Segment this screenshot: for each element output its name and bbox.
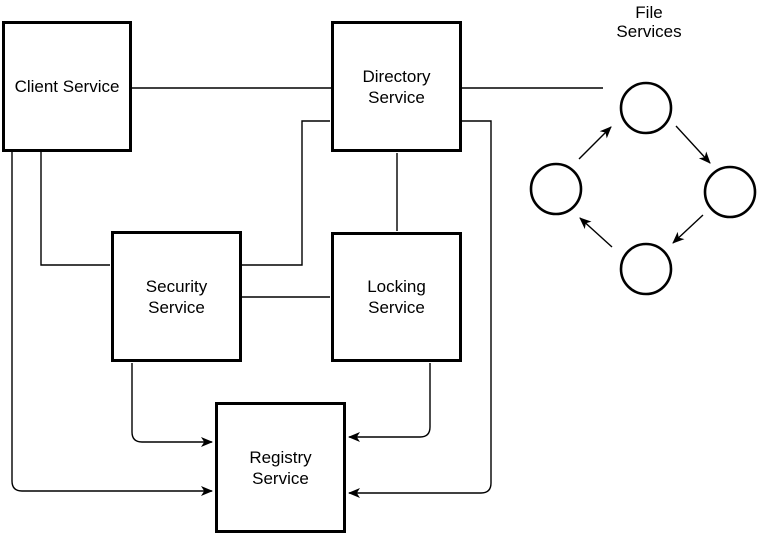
node-security-service: Security Service [111, 231, 242, 362]
node-security-service-label: Security Service [145, 276, 208, 317]
node-client-service: Client Service [2, 21, 132, 152]
edge-fileleft-filetop-arrow [578, 126, 612, 160]
file-services-label: File Services [616, 3, 682, 41]
file-node-top [619, 81, 673, 135]
edge-fileright-filebottom-arrow [672, 214, 704, 244]
file-node-left [529, 162, 583, 216]
file-node-bottom [619, 242, 673, 296]
node-directory-service-label: Directory Service [362, 66, 431, 107]
node-client-service-label: Client Service [14, 77, 120, 96]
edge-security-directory [242, 120, 330, 266]
edge-client-security [40, 152, 110, 266]
edge-filebottom-fileleft-arrow [579, 217, 613, 248]
node-registry-service-label: Registry Service [249, 447, 312, 488]
node-registry-service: Registry Service [215, 402, 346, 533]
edge-locking-registry-arrow [348, 363, 431, 442]
node-locking-service-label: Locking Service [367, 277, 426, 317]
edge-filetop-fileright-arrow [675, 125, 711, 164]
file-node-right [703, 165, 757, 219]
node-locking-service: Locking Service [331, 232, 462, 362]
node-directory-service: Directory Service [331, 21, 462, 152]
edge-directory-registry-arrow [348, 120, 492, 498]
edge-security-registry-arrow [131, 363, 213, 447]
edge-client-registry-arrow [11, 152, 213, 496]
